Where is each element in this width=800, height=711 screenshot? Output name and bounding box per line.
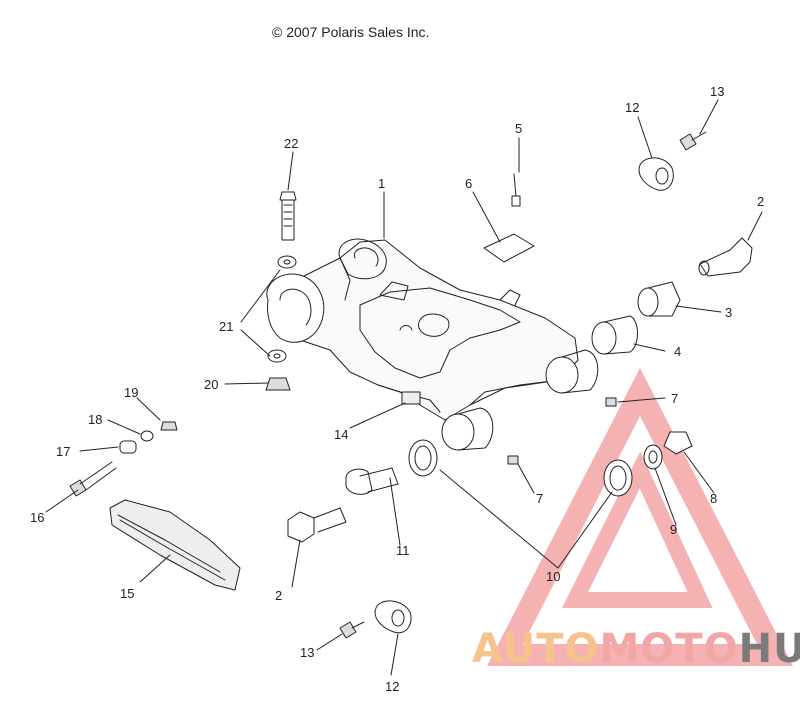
washer-9 — [643, 444, 663, 470]
leader-lines — [45, 99, 763, 676]
callout-21: 21 — [219, 319, 233, 334]
washer-18 — [140, 430, 154, 442]
watermark-auto: AUTO — [472, 626, 600, 672]
callout-9: 9 — [670, 522, 677, 537]
rivet-5 — [511, 173, 521, 207]
grease-fitting-7-upper — [605, 397, 617, 407]
bushing-4 — [591, 315, 638, 355]
callout-7-lower: 7 — [536, 491, 543, 506]
retainer-plate-12-lower — [374, 600, 412, 634]
callout-18: 18 — [88, 412, 102, 427]
pivot-shaft-2-upper — [698, 237, 753, 277]
pivot-tube-right — [545, 349, 599, 394]
bolt-16 — [69, 461, 117, 497]
pivot-shaft-2-lower — [287, 507, 347, 543]
washer-21-bottom — [267, 349, 287, 363]
bushing-10-left — [408, 439, 438, 477]
callout-13-lower: 13 — [300, 645, 314, 660]
watermark-moto: MOTO — [599, 626, 739, 672]
callout-3: 3 — [725, 305, 732, 320]
callout-12-lower: 12 — [385, 679, 399, 694]
pivot-tube-left — [441, 407, 494, 451]
callout-10: 10 — [546, 569, 560, 584]
callout-20: 20 — [204, 377, 218, 392]
bolt-13-upper — [679, 131, 707, 151]
watermark-logo-icon — [486, 367, 794, 666]
retainer-plate-12-upper — [638, 157, 674, 191]
bolt-22 — [279, 191, 297, 241]
callout-2-upper: 2 — [757, 194, 764, 209]
nut-8 — [663, 431, 693, 455]
bushing-3 — [637, 281, 681, 317]
callout-6: 6 — [465, 176, 472, 191]
callout-19: 19 — [124, 385, 138, 400]
bushing-10-right — [603, 459, 633, 497]
watermark-hub: HUB — [738, 626, 800, 672]
callout-13-upper: 13 — [710, 84, 724, 99]
callout-22: 22 — [284, 136, 298, 151]
callout-2-lower: 2 — [275, 588, 282, 603]
callout-7-right: 7 — [671, 391, 678, 406]
callout-16: 16 — [30, 510, 44, 525]
callout-12-upper: 12 — [625, 100, 639, 115]
copyright-text: © 2007 Polaris Sales Inc. — [272, 24, 430, 40]
washer-21-top — [277, 255, 297, 269]
callout-4: 4 — [674, 344, 681, 359]
callout-8: 8 — [710, 491, 717, 506]
callout-15: 15 — [120, 586, 134, 601]
callout-5: 5 — [515, 121, 522, 136]
cover-plate-6 — [483, 233, 535, 263]
callout-11: 11 — [396, 543, 410, 558]
bushing-11 — [345, 467, 399, 495]
watermark-brand: AUTOMOTOHUB — [472, 626, 800, 672]
callout-17: 17 — [56, 444, 70, 459]
nut-20 — [265, 377, 291, 391]
skid-plate-15 — [109, 499, 241, 591]
nut-19 — [160, 421, 178, 431]
grease-fitting-7-lower — [507, 455, 519, 465]
callout-numbers: 1 2 2 3 4 5 6 7 7 8 9 10 11 12 12 13 13 … — [30, 84, 764, 694]
spacer-17 — [119, 440, 137, 454]
callout-14: 14 — [334, 427, 348, 442]
callout-1: 1 — [378, 176, 385, 191]
swing-arm-frame — [266, 238, 579, 421]
bolt-13-lower — [339, 621, 365, 639]
